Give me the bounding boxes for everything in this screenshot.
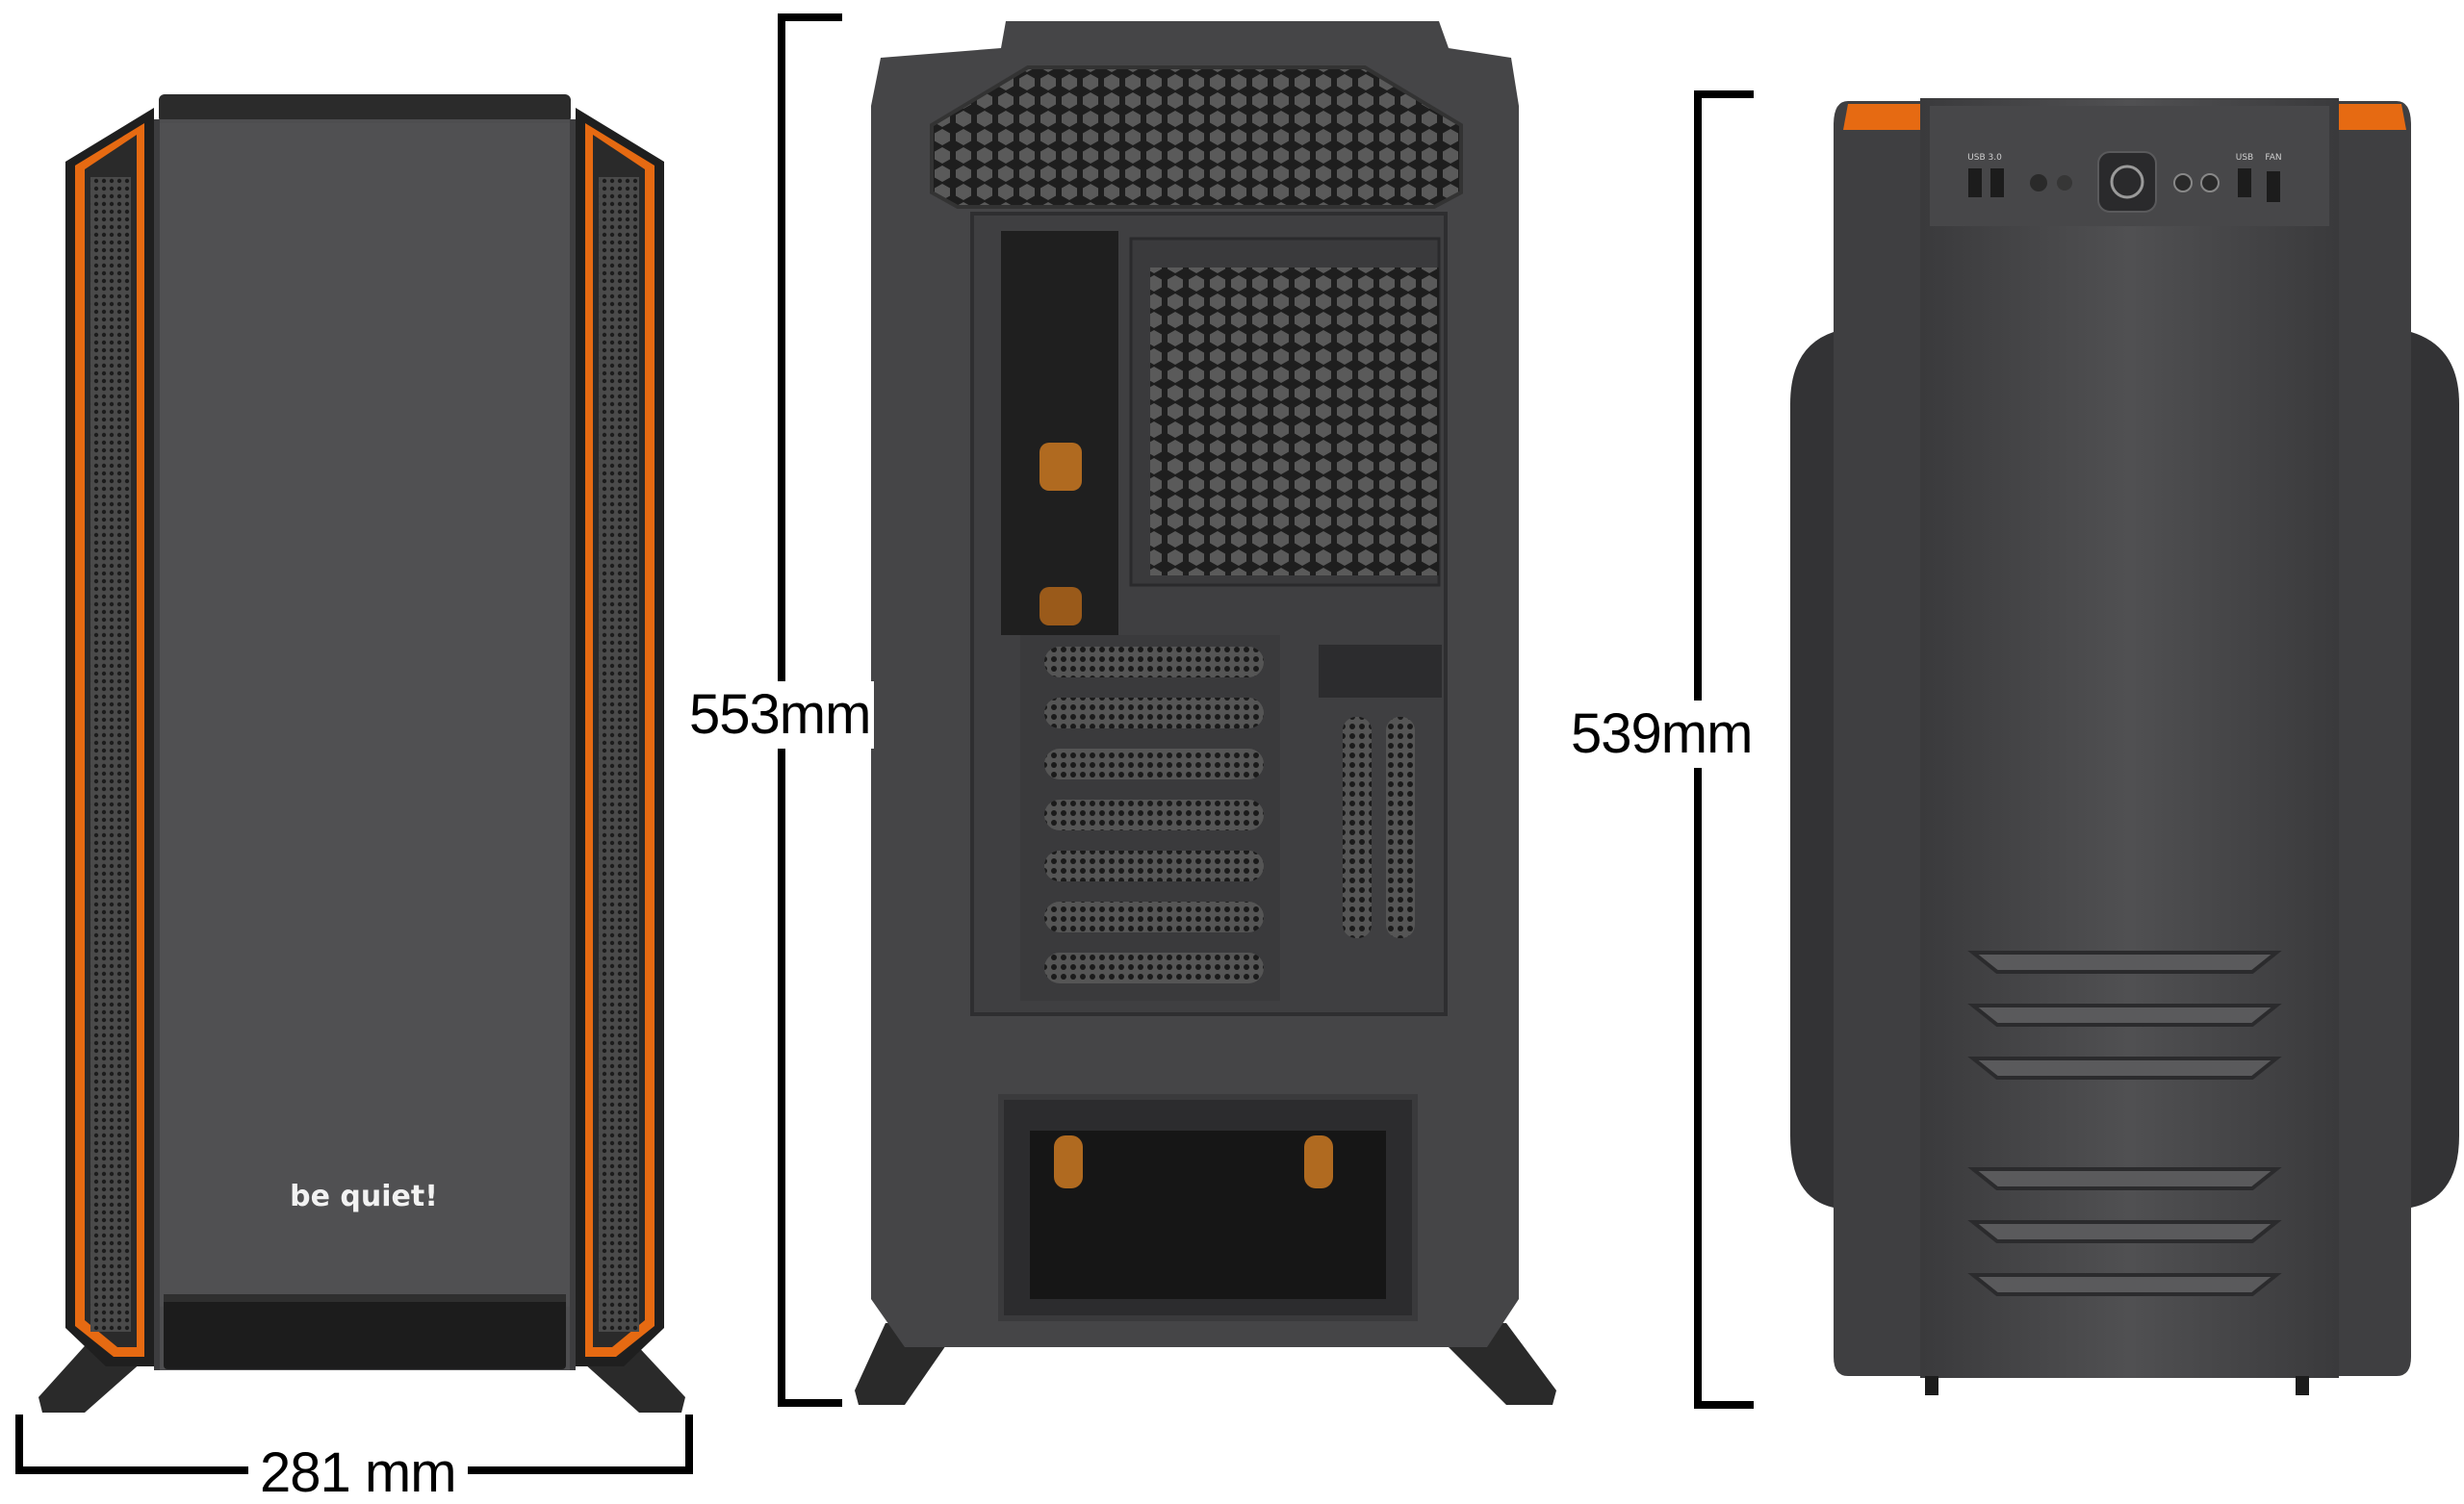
- side-view: USB 3.0 USB FAN: [1790, 98, 2459, 1395]
- rear-height-dimension-label: 553mm: [685, 681, 875, 749]
- side-panel: [1920, 98, 2339, 1378]
- mic-jack: [2200, 173, 2220, 192]
- io-shield-opening: [1319, 645, 1442, 698]
- rear-fan-grill: [1150, 268, 1439, 575]
- io-label-usb: USB: [2236, 153, 2253, 163]
- usb-port-2: [1990, 168, 2004, 197]
- expansion-slots: [1020, 635, 1280, 1001]
- led-indicator: [2030, 174, 2047, 191]
- side-height-dimension-label: 539mm: [1567, 701, 1757, 768]
- power-button: [2097, 151, 2157, 213]
- io-label-usb3: USB 3.0: [1967, 153, 2002, 163]
- headphone-jack: [2173, 173, 2193, 192]
- front-view: be quiet!: [38, 94, 685, 1413]
- front-left-mesh: [90, 177, 131, 1332]
- fan-switch: [2267, 171, 2280, 202]
- rear-cable-area: [1001, 231, 1118, 635]
- front-right-mesh: [599, 177, 639, 1332]
- side-right-orange-accent: [2339, 104, 2406, 130]
- rear-view: [855, 21, 1556, 1405]
- usb-port-3: [2238, 168, 2251, 197]
- io-label-fan: FAN: [2265, 153, 2281, 163]
- front-bottom-intake: [164, 1294, 566, 1369]
- side-vents: [1967, 951, 2282, 1296]
- brand-logo: be quiet!: [290, 1180, 438, 1213]
- side-left-orange-accent: [1843, 104, 1920, 130]
- rear-top-exhaust: [930, 65, 1463, 209]
- width-dimension-label: 281 mm: [248, 1445, 468, 1501]
- usb-port-1: [1968, 168, 1982, 197]
